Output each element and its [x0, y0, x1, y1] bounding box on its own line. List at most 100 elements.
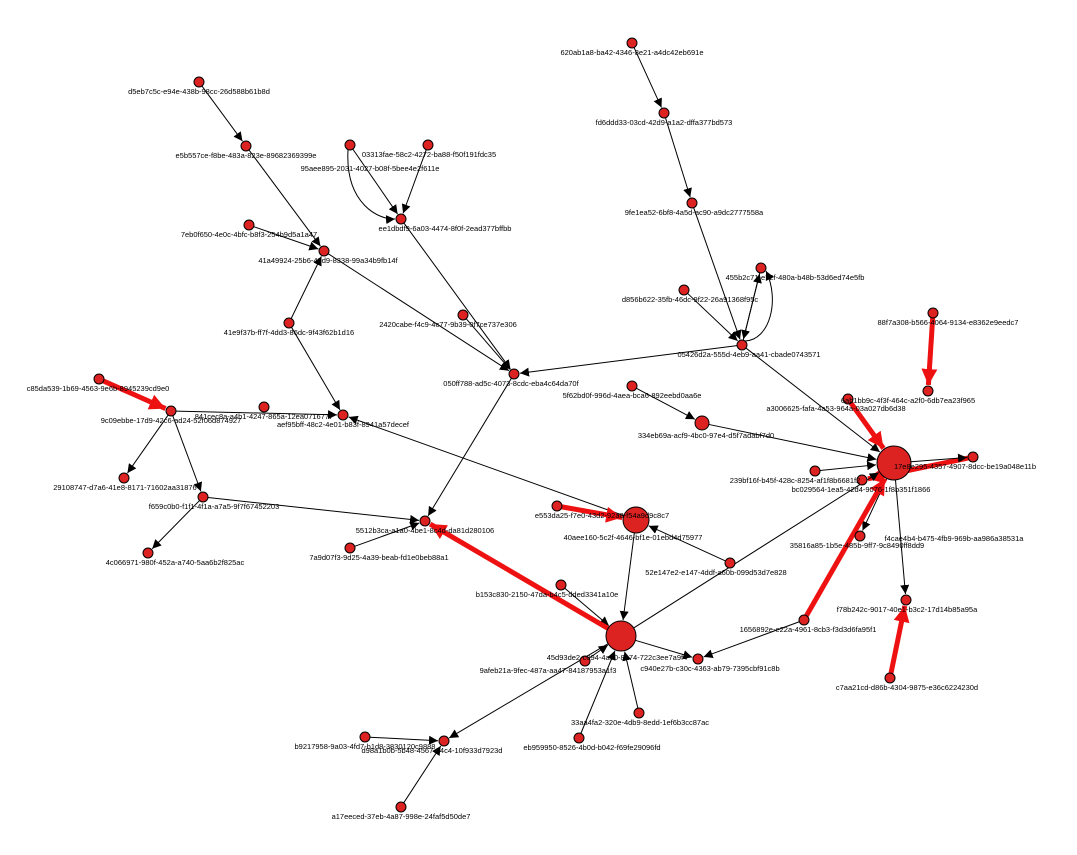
edge-n34-n33	[819, 461, 877, 471]
node-n9[interactable]	[344, 139, 356, 151]
node-label-n11: ee1dbdf9-6a03-4474-8f0f-2ead377bffbb	[379, 224, 512, 233]
edge-n4-n6	[741, 272, 761, 340]
node-n19[interactable]	[258, 401, 270, 413]
node-n6[interactable]	[736, 339, 748, 351]
node-label-n16: 050ff788-ad5c-4073-8cdc-eba4c64da70f	[443, 379, 579, 388]
node-n35[interactable]	[856, 474, 868, 486]
node-n18[interactable]	[165, 405, 177, 417]
node-n14[interactable]	[457, 309, 469, 321]
node-label-n5: d856b622-35fb-46dc-9f22-26a91368f95c	[622, 295, 759, 304]
node-n8[interactable]	[240, 140, 252, 152]
node-n23[interactable]	[118, 472, 130, 484]
node-n49[interactable]	[438, 735, 450, 747]
node-label-n45: c940e27b-c30c-4363-ab79-7395cbf91c8b	[640, 664, 779, 673]
node-n2[interactable]	[658, 107, 670, 119]
node-n47[interactable]	[573, 732, 585, 744]
node-n7[interactable]	[193, 76, 205, 88]
node-label-n33: 17e8e295-4357-4907-8dcc-be19a048e11b	[894, 462, 1036, 471]
node-n25[interactable]	[142, 547, 154, 559]
node-n21[interactable]	[626, 380, 638, 392]
node-n24[interactable]	[197, 491, 209, 503]
edge-n18-n24	[172, 415, 202, 492]
node-label-n42: c7aa21cd-d86b-4304-9875-e36c6224230d	[836, 683, 978, 692]
node-n12[interactable]	[243, 219, 255, 231]
node-label-n28: e553da25-f7e0-43d2-92a8-f54a9d9c8c7	[535, 511, 669, 520]
node-n15[interactable]	[283, 317, 295, 329]
node-n32[interactable]	[842, 393, 854, 405]
node-n20[interactable]	[337, 409, 349, 421]
node-n48[interactable]	[359, 731, 371, 743]
node-n26[interactable]	[419, 515, 431, 527]
node-n34[interactable]	[809, 465, 821, 477]
edge-n27-n26	[354, 521, 420, 547]
node-n13[interactable]	[318, 245, 330, 257]
edge-n47-n43	[580, 650, 616, 734]
edge-curve-n6-n4	[744, 270, 774, 342]
node-label-n38: 52e147e2-e147-4ddf-a60b-099d53d7e828	[645, 568, 786, 577]
node-n41[interactable]	[900, 594, 912, 606]
node-n39[interactable]	[555, 579, 567, 591]
node-label-n1: 620ab1a8-ba42-4346-8e21-a4dc42eb691e	[560, 48, 703, 57]
node-n45[interactable]	[692, 653, 704, 665]
node-label-n14: 2420cabe-f4c9-4c77-9b39-0f7ce737e306	[379, 320, 517, 329]
node-label-n50: a17eeced-37eb-4a87-998e-24faf5d50de7	[332, 812, 471, 821]
node-n33[interactable]	[876, 445, 912, 481]
node-n38[interactable]	[724, 557, 736, 569]
edge-n40-n33	[804, 477, 888, 617]
node-label-n43: 45d93de2-c094-4a60-8e74-722c3ee7a9f4	[547, 653, 688, 662]
edge-n9-n11	[352, 148, 399, 215]
node-label-n21: 5f62bd0f-996d-4aea-bca6-892eebd0aa6e	[563, 391, 702, 400]
edge-n42-n41	[888, 605, 910, 674]
edge-n33-n41	[894, 479, 910, 595]
node-label-n40: 1656892e-e22a-4961-8cb3-f3d3d6fa95f1	[740, 625, 877, 634]
edge-n15-n13	[290, 256, 322, 319]
edge-n30-n31	[921, 317, 938, 386]
node-label-n24: f659c0b0-f1f1-4f1a-a7a5-9f7f67452203	[149, 502, 280, 511]
node-label-n19: 841cec8a-a4b1-4247-865a-12ea0716777	[195, 412, 333, 421]
node-n28[interactable]	[551, 500, 563, 512]
node-n5[interactable]	[678, 284, 690, 296]
node-label-n32: a3006625-fafa-4a53-964a-03a027db6d38	[766, 404, 905, 413]
node-n31[interactable]	[922, 385, 934, 397]
edge-n39-n43	[564, 587, 610, 627]
edge-n43-n45	[635, 639, 693, 660]
node-label-n44: 9afeb21a-9fec-487a-aa47-84187953a1f3	[480, 666, 617, 675]
node-label-n34: 239bf16f-b45f-428c-8254-af1f8b6681f2	[730, 476, 861, 485]
edge-n1-n2	[633, 47, 662, 108]
node-n3[interactable]	[686, 197, 698, 209]
edge-n7-n8	[201, 85, 243, 142]
node-n43[interactable]	[605, 620, 637, 652]
edge-n38-n29	[648, 525, 726, 562]
node-n37[interactable]	[854, 530, 866, 542]
node-label-n3: 9fe1ea52-6bf8-4a5d-ac90-a9dc2777558a	[625, 208, 764, 217]
edge-n50-n49	[403, 745, 442, 804]
node-n30[interactable]	[927, 307, 939, 319]
node-n46[interactable]	[633, 707, 645, 719]
edge-n46-n43	[622, 651, 639, 709]
node-n27[interactable]	[344, 542, 356, 554]
node-n29[interactable]	[622, 506, 650, 534]
node-n11[interactable]	[395, 213, 407, 225]
node-n44[interactable]	[579, 655, 591, 667]
edge-n17-n18	[102, 378, 167, 411]
node-n22[interactable]	[694, 415, 710, 431]
edge-n24-n25	[151, 500, 200, 550]
node-label-n41: f78b242c-9017-40e1-b3c2-17d14b85a95a	[837, 605, 978, 614]
node-n1[interactable]	[626, 37, 638, 49]
node-n50[interactable]	[395, 801, 407, 813]
edge-n21-n22	[636, 387, 696, 420]
node-label-n22: 334eb69a-acf9-4bc0-97e4-d5f7adabf7d0	[638, 431, 774, 440]
edge-n12-n13	[253, 226, 319, 251]
node-n10[interactable]	[422, 139, 434, 151]
node-label-n20: aef95bff-48c2-4e01-b83f-8941a57decef	[277, 420, 410, 429]
node-label-n27: 7a9d07f3-9d25-4a39-beab-fd1e0beb88a1	[309, 553, 448, 562]
node-n4[interactable]	[755, 262, 767, 274]
node-label-n37: 35816a85-1b5e-485b-9ff7-9c8490ff8dd9	[790, 541, 924, 550]
node-label-n36: f4cae4b4-b475-4fb9-969b-aa986a38531a	[885, 534, 1025, 543]
node-n36[interactable]	[967, 451, 979, 463]
node-label-n26: 5512b3ca-a1a0-4be1-8c4d-da81d280106	[356, 526, 494, 535]
node-n17[interactable]	[93, 373, 105, 385]
node-n40[interactable]	[798, 614, 810, 626]
node-n16[interactable]	[508, 368, 520, 380]
node-n42[interactable]	[884, 672, 896, 684]
